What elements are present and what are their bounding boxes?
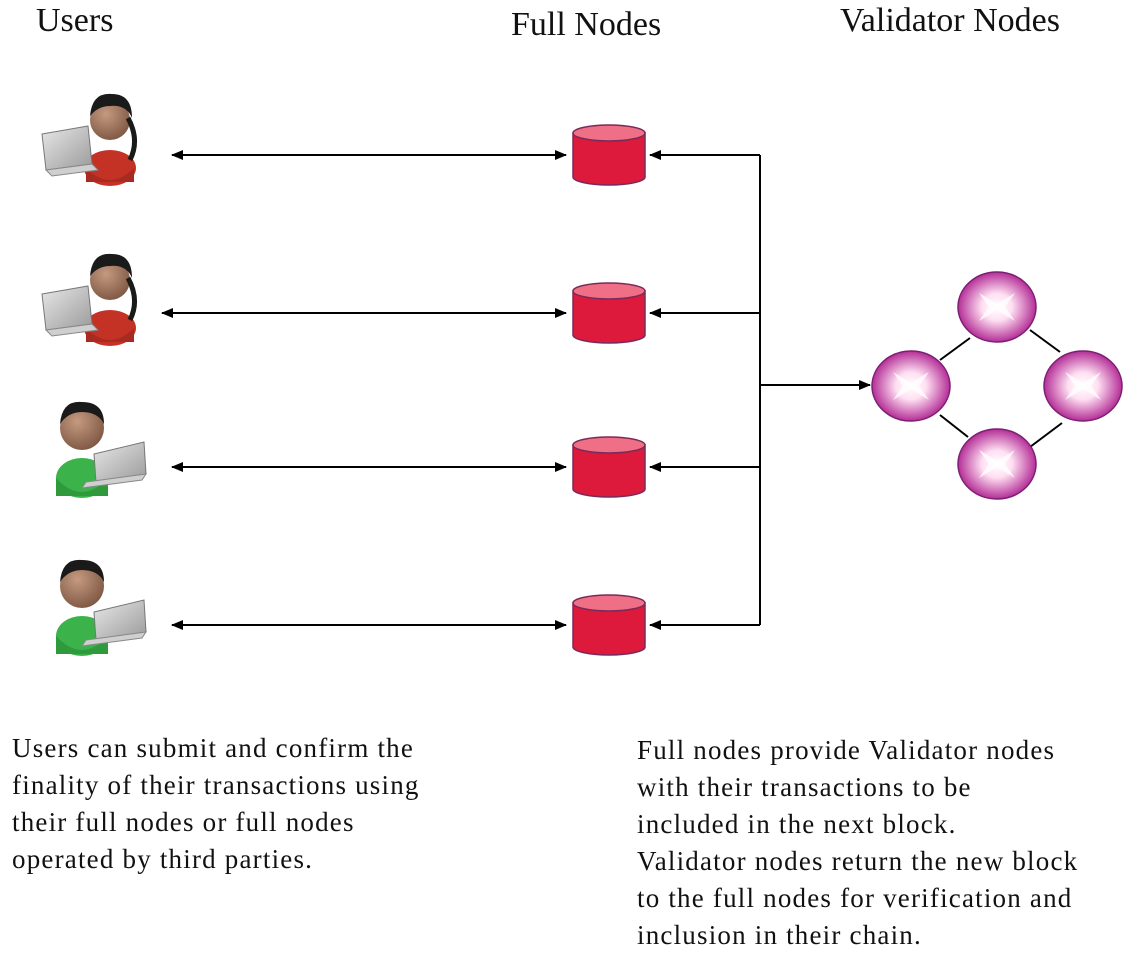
users-caption: Users can submit and confirm the finalit… (12, 730, 420, 878)
full-node-4 (572, 594, 646, 656)
validator-node-top (957, 271, 1037, 343)
validator-node-left (871, 350, 951, 422)
validator-node-icon (957, 428, 1037, 500)
users-caption-line: finality of their transactions using (12, 770, 420, 800)
full-node-1 (572, 124, 646, 186)
user-green-shirt-laptop-icon (56, 401, 148, 498)
validator-link-left-bottom (939, 414, 969, 438)
user-3 (56, 401, 148, 498)
validator-node-icon (871, 350, 951, 422)
user-1 (41, 93, 137, 186)
database-cylinder-icon (572, 594, 646, 656)
validator-node-icon (1043, 350, 1123, 422)
validator-link-bottom-right (1029, 422, 1063, 448)
validators-caption-line: Full nodes provide Validator nodes (637, 735, 1056, 765)
user-green-shirt-laptop-icon (56, 559, 148, 656)
validators-caption-line: with their transactions to be (637, 772, 972, 802)
user-4 (56, 559, 148, 656)
validator-node-bottom (957, 428, 1037, 500)
validators-caption-line: to the full nodes for verification and (637, 883, 1073, 913)
users-caption-line: operated by third parties. (12, 844, 314, 874)
database-cylinder-icon (572, 282, 646, 344)
validator-nodes-column-header: Validator Nodes (840, 2, 1061, 39)
validators-caption-line: included in the next block. (637, 809, 957, 839)
validator-link-top-right (1029, 329, 1061, 353)
validators-caption-line: Validator nodes return the new block (637, 846, 1079, 876)
user-red-shirt-laptop-icon (41, 93, 137, 186)
user-red-shirt-laptop-icon (41, 253, 137, 346)
users-column-header: Users (36, 2, 114, 39)
validator-link-left-top (939, 337, 971, 361)
users-caption-line: their full nodes or full nodes (12, 807, 355, 837)
validator-node-icon (957, 271, 1037, 343)
validators-caption-line: inclusion in their chain. (637, 920, 922, 950)
user-2 (41, 253, 137, 346)
users-caption-line: Users can submit and confirm the (12, 733, 415, 763)
validator-node-right (1043, 350, 1123, 422)
full-nodes-column-header: Full Nodes (511, 6, 662, 43)
full-node-3 (572, 436, 646, 498)
validators-caption: Full nodes provide Validator nodes with … (637, 732, 1078, 954)
database-cylinder-icon (572, 436, 646, 498)
database-cylinder-icon (572, 124, 646, 186)
full-node-2 (572, 282, 646, 344)
